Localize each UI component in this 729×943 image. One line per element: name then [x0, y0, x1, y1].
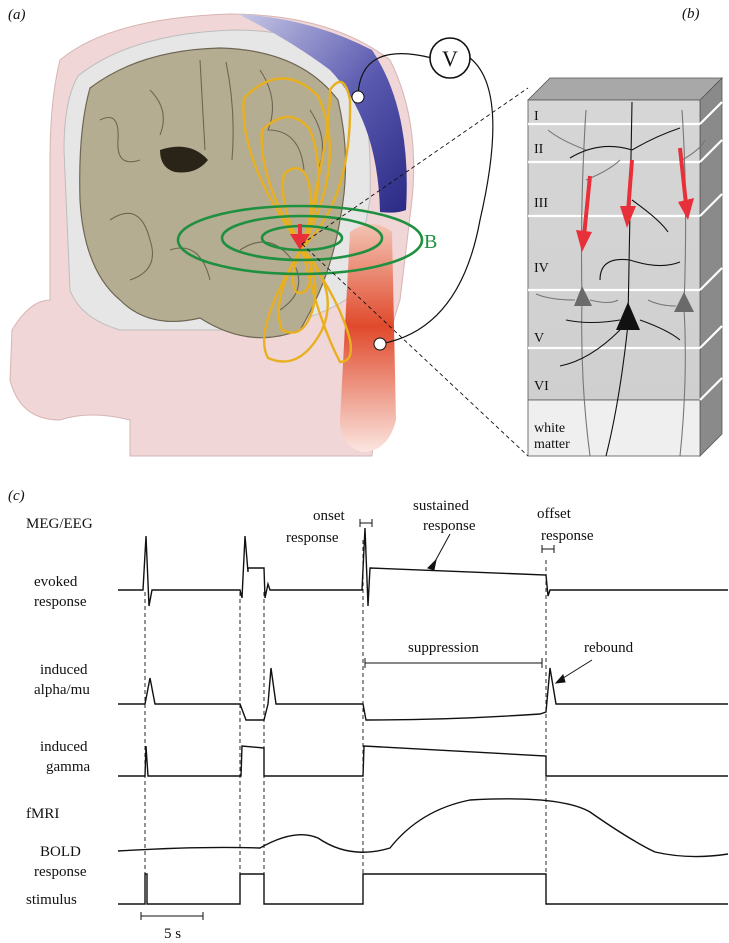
bold-response-trace — [117, 798, 729, 858]
dipole-field-lines — [242, 77, 353, 364]
event-guides — [144, 540, 547, 900]
suppression-bracket — [364, 658, 543, 668]
current-arrows — [576, 147, 694, 252]
evoked-response-trace — [118, 527, 728, 607]
white-matter-region — [527, 399, 701, 457]
panel-b-label: (b) — [682, 6, 700, 22]
layer-boundaries — [528, 101, 723, 401]
row-label-meg-eeg: MEG/EEG — [26, 516, 93, 532]
white-matter-label-line1: white — [534, 421, 565, 436]
offset-label-1: offset — [537, 506, 572, 522]
cortex-block-top — [527, 77, 723, 101]
electrode-front — [238, 14, 407, 213]
rebound-label: rebound — [584, 640, 634, 656]
onset-label-2: response — [286, 530, 339, 546]
offset-label-2: response — [541, 528, 594, 544]
row-label-alpha-1: induced — [40, 662, 88, 678]
voltmeter-wire-back — [379, 57, 494, 345]
voltmeter-label: V — [442, 46, 458, 71]
panel-c: (c) MEG/EEG evoked response induced alph… — [8, 488, 729, 942]
dipole-arrowhead — [290, 234, 310, 250]
row-label-bold-2: response — [34, 864, 87, 880]
row-label-bold-1: BOLD — [40, 844, 81, 860]
electrode-back — [340, 224, 396, 452]
row-label-stimulus: stimulus — [26, 892, 77, 908]
onset-label-1: onset — [313, 508, 345, 524]
suppression-label: suppression — [408, 640, 479, 656]
panel-a: (a) B V — [8, 7, 529, 457]
offset-bracket — [541, 545, 555, 553]
row-label-fmri: fMRI — [26, 806, 59, 822]
induced-alpha-trace — [118, 667, 728, 721]
row-label-gamma-2: gamma — [46, 759, 90, 775]
panel-b: (b) I II III IV V VI white matter — [527, 6, 723, 457]
white-matter-label-line2: matter — [534, 437, 570, 452]
time-scale-label: 5 s — [164, 926, 181, 942]
stimulus-trace — [118, 873, 728, 905]
cortex-block-front — [527, 99, 701, 401]
electrode-contact-front — [351, 90, 365, 104]
onset-bracket — [359, 519, 373, 527]
rebound-pointer — [554, 659, 593, 684]
layer-label-III: III — [534, 196, 548, 211]
zoom-guide-top — [301, 87, 529, 245]
sustained-label-1: sustained — [413, 498, 469, 514]
layer-label-IV: IV — [534, 261, 549, 276]
cortex-block-side — [699, 77, 723, 457]
induced-gamma-trace — [118, 745, 728, 777]
neuron-soma-center — [616, 302, 640, 330]
sustained-pointer — [427, 533, 451, 571]
panel-c-label: (c) — [8, 488, 25, 504]
row-label-evoked-2: response — [34, 594, 87, 610]
electrode-contact-back — [373, 337, 387, 351]
layer-label-II: II — [534, 142, 544, 157]
voltmeter-symbol — [429, 37, 471, 79]
layer-label-V: V — [534, 331, 544, 346]
row-label-evoked-1: evoked — [34, 574, 78, 590]
row-label-alpha-2: alpha/mu — [34, 682, 90, 698]
layer-label-I: I — [534, 109, 539, 124]
time-scale-bar — [140, 912, 204, 920]
layer-label-VI: VI — [534, 379, 549, 394]
brain-ventricle — [160, 146, 208, 173]
magnetic-field-rings — [176, 204, 424, 276]
sustained-label-2: response — [423, 518, 476, 534]
zoom-guide-bottom — [301, 243, 529, 457]
neuron-soma-right — [674, 292, 694, 312]
row-label-gamma-1: induced — [40, 739, 88, 755]
panel-a-label: (a) — [8, 7, 26, 23]
neuron-soma-left — [574, 286, 592, 306]
brain-section — [79, 47, 347, 339]
voltmeter-wire-front — [357, 53, 433, 97]
magnetic-field-label: B — [424, 231, 437, 253]
